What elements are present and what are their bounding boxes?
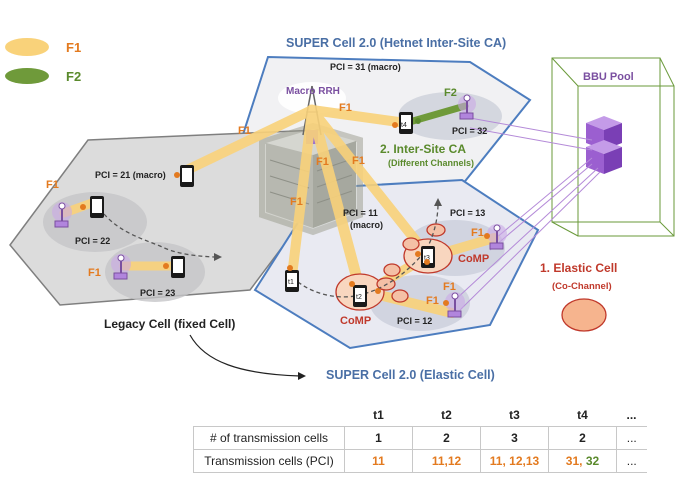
- row-pci-t1: 11: [344, 449, 413, 473]
- row-pci-t2: 11,12: [412, 449, 481, 473]
- table-header-more: ...: [626, 408, 637, 422]
- transmission-table: t1 t2 t3 t4 ... # of transmission cells …: [193, 404, 647, 473]
- comp-label-t3: CoMP: [458, 253, 489, 265]
- ue-phone-t2: [353, 285, 367, 307]
- pci-11-label-line2: (macro): [350, 220, 383, 230]
- inter-site-ca-label: 2. Inter-Site CA: [380, 142, 466, 156]
- ue-time-t3: t3: [424, 255, 430, 262]
- small-cell-antenna-23: [111, 254, 131, 280]
- row-pci-t4-sep: ,: [579, 454, 586, 468]
- elastic-cell-label: 1. Elastic Cell: [540, 261, 617, 275]
- row-count-t3: 3: [480, 426, 549, 450]
- row-count-label: # of transmission cells: [193, 426, 345, 450]
- row-pci-t3: 11, 12,13: [480, 449, 549, 473]
- pci-11-label-line1: PCI = 11: [343, 208, 378, 218]
- network-diagram: F1 F2 Macro RRH: [5, 36, 675, 382]
- small-cell-antenna-12: [445, 292, 465, 318]
- row-pci-t4-31: 31: [565, 454, 580, 468]
- elastic-title: SUPER Cell 2.0 (Elastic Cell): [326, 368, 495, 382]
- row-count-t4: 2: [548, 426, 617, 450]
- pci-21-label: PCI = 21 (macro): [95, 170, 166, 180]
- ue-trajectories: [103, 203, 439, 298]
- table-header-row: t1 t2 t3 t4 ...: [194, 404, 647, 427]
- legend-f1-label: F1: [66, 40, 81, 55]
- f1-label-legacy-22: F1: [46, 179, 59, 191]
- row-count-t2: 2: [412, 426, 481, 450]
- f1-label-pci12-b: F1: [426, 295, 439, 307]
- comp-label-t2: CoMP: [340, 315, 371, 327]
- small-cell-antenna-22: [52, 202, 72, 228]
- pci-22-label: PCI = 22: [75, 236, 110, 246]
- f1-label-elastic-t1: F1: [290, 196, 303, 208]
- legend-f1-swatch: [5, 38, 49, 56]
- arrow-head-legacy: [214, 253, 222, 261]
- elastic-cell-sublabel: (Co-Channel): [552, 281, 612, 292]
- legend-f2-swatch: [5, 68, 49, 84]
- f1-label-pci12-a: F1: [443, 281, 456, 293]
- bbu-pool-cube: [551, 57, 675, 237]
- legacy-to-elastic-arrow: [189, 334, 301, 377]
- ue-time-t4: t4: [401, 122, 407, 129]
- f1-label-elastic-t2: F1: [316, 156, 329, 168]
- table-row-pci: Transmission cells (PCI) 11 11,12 11, 12…: [193, 449, 647, 473]
- legacy-arrow-head: [298, 372, 306, 380]
- row-count-more: ...: [616, 426, 647, 450]
- ue-phone-legacy-macro: [180, 165, 194, 187]
- f1-label-hetnet: F1: [339, 102, 352, 114]
- signal-dots: [80, 122, 490, 306]
- pci-31-label: PCI = 31 (macro): [330, 62, 401, 72]
- table-header-t2: t2: [441, 408, 452, 422]
- inter-site-ca-sublabel: (Different Channels): [388, 158, 474, 168]
- ue-phone-legacy-23: [171, 256, 185, 278]
- legacy-title: Legacy Cell (fixed Cell): [104, 317, 235, 331]
- f1-label-elastic-t3: F1: [352, 155, 365, 167]
- table-row-count: # of transmission cells 1 2 3 2 ...: [193, 426, 647, 450]
- ue-time-t1: t1: [288, 279, 294, 286]
- ue-time-t2: t2: [356, 294, 362, 301]
- f1-label-legacy-23: F1: [88, 267, 101, 279]
- f1-label-pci13: F1: [471, 227, 484, 239]
- f1-label-legacy-macro: F1: [238, 125, 251, 137]
- pci-12-label: PCI = 12: [397, 316, 432, 326]
- fronthaul-links: [454, 117, 601, 311]
- small-cell-antenna-13: [487, 224, 507, 250]
- ue-phone-legacy-22: [90, 196, 104, 218]
- f2-label-pci32: F2: [444, 87, 457, 99]
- table-header-t1: t1: [373, 408, 384, 422]
- f2-signal-dot: [415, 118, 421, 124]
- row-pci-t4-32: 32: [585, 454, 600, 468]
- row-pci-t4: 31, 32: [548, 449, 617, 473]
- ue-phone-t4: [399, 112, 413, 134]
- pci-23-label: PCI = 23: [140, 288, 175, 298]
- table-header-t4: t4: [577, 408, 588, 422]
- hetnet-title: SUPER Cell 2.0 (Hetnet Inter-Site CA): [286, 36, 506, 50]
- pci-32-label: PCI = 32: [452, 126, 487, 136]
- legend-f2-label: F2: [66, 69, 81, 84]
- table-header-blank: [194, 404, 345, 427]
- row-count-t1: 1: [344, 426, 413, 450]
- table-header-t3: t3: [509, 408, 520, 422]
- small-cell-antenna-32: [458, 94, 476, 120]
- arrow-head-elastic: [434, 198, 442, 206]
- row-pci-label: Transmission cells (PCI): [193, 449, 345, 473]
- elastic-legend-oval: [561, 298, 607, 332]
- pci-13-label: PCI = 13: [450, 208, 485, 218]
- ue-phone-t1: [285, 270, 299, 292]
- macro-rrh-label: Macro RRH: [286, 86, 340, 97]
- bbu-pool-title: BBU Pool: [583, 71, 634, 83]
- row-pci-more: ...: [616, 449, 647, 473]
